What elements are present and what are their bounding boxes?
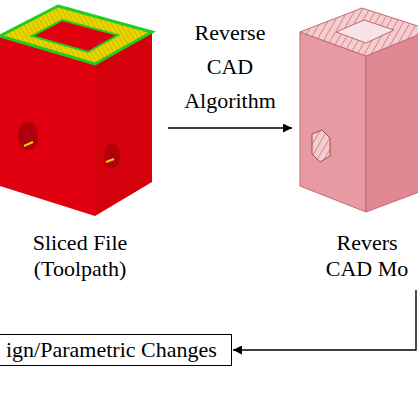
cube-top <box>0 6 152 64</box>
side-hole <box>24 142 33 146</box>
arrow-label: Reverse CAD Algorithm <box>180 16 280 118</box>
side-hole <box>312 130 330 162</box>
cube-hole <box>336 20 394 43</box>
figure-caption: Sliced File (Toolpath) <box>0 230 160 282</box>
side-hole <box>106 159 114 162</box>
side-hole <box>18 122 38 150</box>
cube-face <box>366 30 418 212</box>
part-figure: Revers CAD Mo <box>295 0 418 290</box>
cube-hole <box>32 20 118 52</box>
cube-top <box>300 8 418 56</box>
sliced-cube <box>0 6 152 216</box>
reverse-cad-cube <box>300 8 418 212</box>
box-label: ign/Parametric Changes <box>6 337 217 363</box>
side-hole <box>104 144 120 168</box>
process-box: ign/Parametric Changes <box>0 334 232 366</box>
flow-arrow <box>168 127 292 128</box>
part-figure: Sliced File (Toolpath) <box>0 0 165 290</box>
cube-face <box>300 32 366 212</box>
flow-arrow <box>233 290 416 350</box>
figure-caption: Revers CAD Mo <box>317 230 417 282</box>
cube-face <box>0 36 95 216</box>
